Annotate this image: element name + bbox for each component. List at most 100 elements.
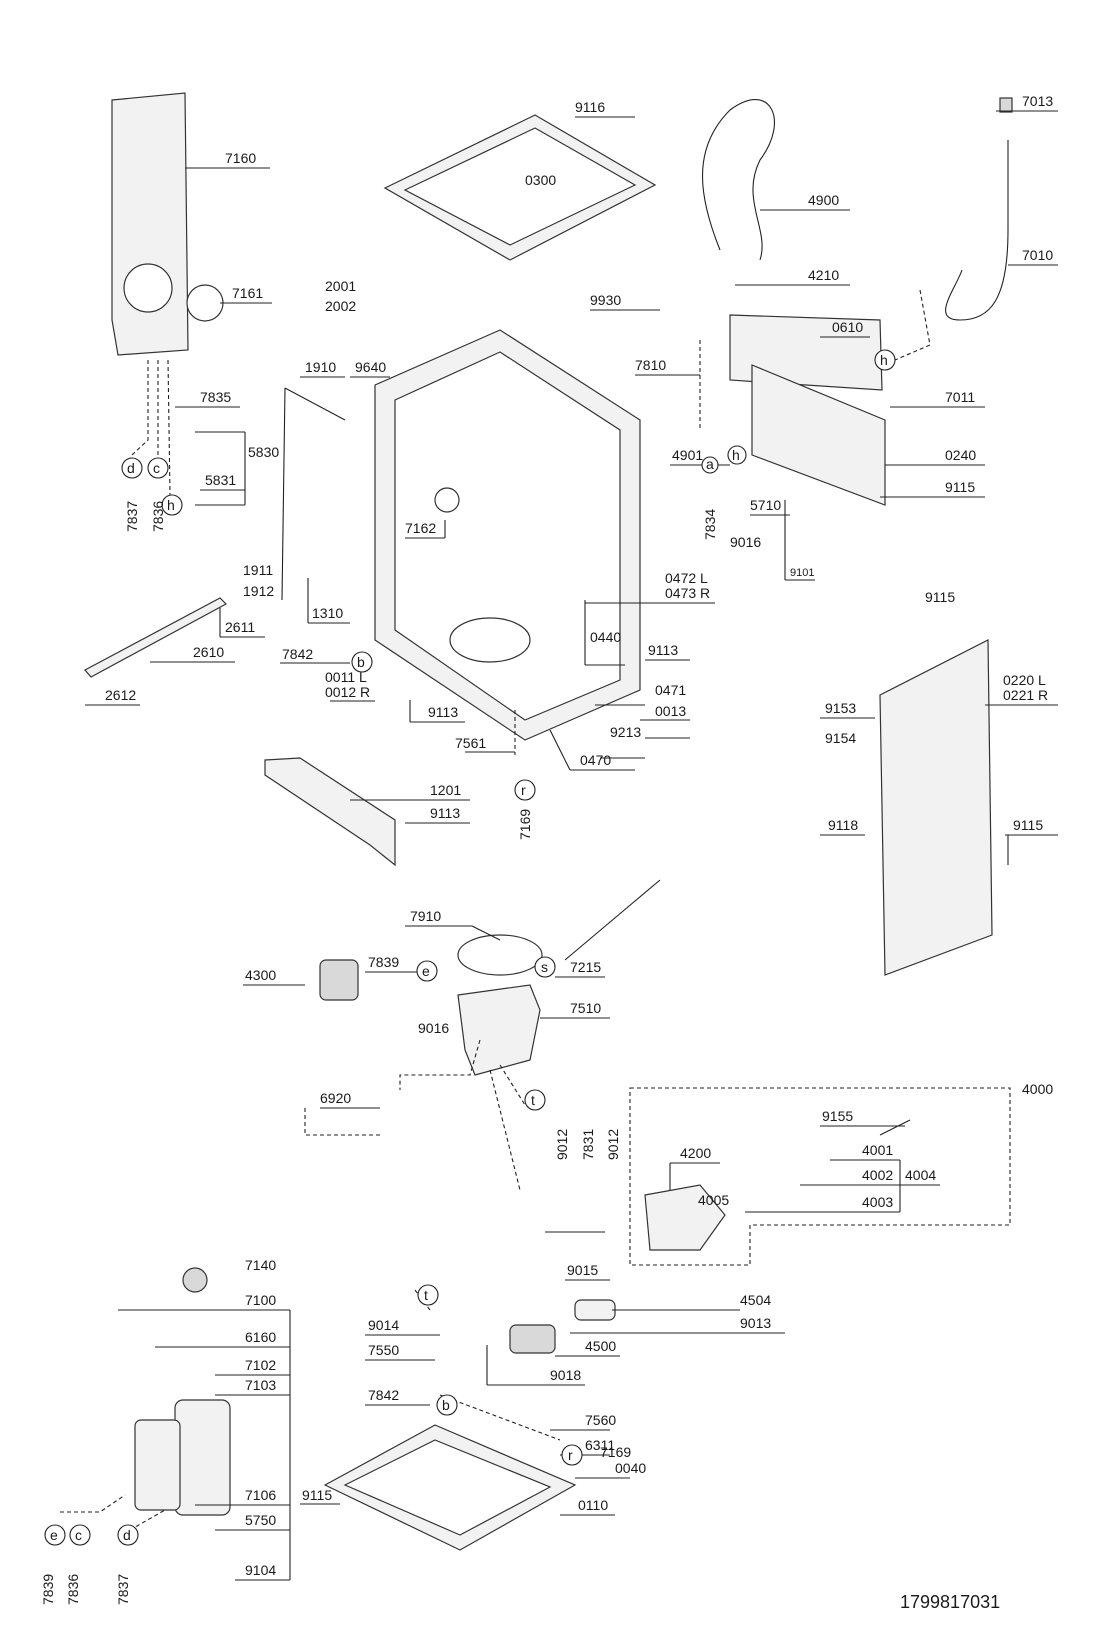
callout-circle-d-top (121, 457, 143, 479)
label-2002: 2002 (325, 298, 356, 314)
part-4300-heater-pump (319, 959, 359, 1001)
callout-circle-s (534, 956, 556, 978)
label-7837-b: 7837 (115, 1574, 131, 1605)
part-7100-salt-container (134, 1419, 181, 1511)
callout-circle-c-top (147, 457, 169, 479)
label-9155: 9155 (822, 1108, 853, 1124)
label-7831: 7831 (580, 1129, 596, 1160)
callout-circle-c-low (69, 1524, 91, 1546)
callout-e-low: e (50, 1527, 58, 1543)
part-7160-fan-ring (123, 263, 173, 313)
label-7837-a: 7837 (124, 501, 140, 532)
label-7106: 7106 (245, 1487, 276, 1503)
label-7011: 7011 (945, 389, 975, 405)
label-9014: 9014 (368, 1317, 399, 1333)
callout-r-mid: r (521, 782, 526, 798)
label-5831: 5831 (205, 472, 236, 488)
label-7013: 7013 (1022, 93, 1053, 109)
label-9013: 9013 (740, 1315, 771, 1331)
callout-h-mid: h (732, 447, 740, 463)
callout-e-mid: e (422, 963, 430, 979)
label-7102: 7102 (245, 1357, 276, 1373)
label-9154: 9154 (825, 730, 856, 746)
vertical-labels: 7837 7836 7834 7169 9012 7831 9012 7839 … (40, 501, 718, 1605)
part-4500-drain-pump (509, 1324, 556, 1354)
callout-h-right: h (880, 352, 888, 368)
callout-circle-e-mid (416, 960, 438, 982)
callout-circle-b-low (436, 1394, 458, 1416)
label-0440: 0440 (590, 629, 621, 645)
label-7842-b: 7842 (368, 1387, 399, 1403)
part-labels: 9116 0300 4900 7013 7160 7010 4210 7161 … (105, 93, 1053, 1578)
callout-circle-r-low (561, 1444, 583, 1466)
label-9101: 9101 (790, 567, 814, 579)
label-7161: 7161 (232, 285, 263, 301)
callout-circle-r-mid (514, 779, 536, 801)
callout-circle-t-mid (524, 1089, 546, 1111)
label-7842-a: 7842 (282, 646, 313, 662)
label-1911: 1911 (243, 562, 273, 578)
label-9115-a: 9115 (945, 479, 975, 495)
label-0240: 0240 (945, 447, 976, 463)
label-0300: 0300 (525, 172, 556, 188)
label-4901: 4901 (672, 447, 703, 463)
part-4504-tube (574, 1299, 616, 1321)
label-4001: 4001 (862, 1142, 893, 1158)
label-9213: 9213 (610, 724, 641, 740)
label-7836-b: 7836 (65, 1574, 81, 1605)
label-9016-b: 9016 (418, 1020, 449, 1036)
callout-circle-a (701, 456, 719, 474)
part-7100-softener-tank (174, 1399, 231, 1516)
label-0610: 0610 (832, 319, 863, 335)
callout-circle-d-low (117, 1524, 139, 1546)
label-0013: 0013 (655, 703, 686, 719)
part-0040-base-inner (343, 1439, 552, 1536)
label-9015: 9015 (567, 1262, 598, 1278)
part-7010-supply-hose (945, 140, 1009, 321)
part-1910-door-seal (281, 387, 346, 601)
label-7160: 7160 (225, 150, 256, 166)
label-9012-a: 9012 (554, 1129, 570, 1160)
label-9118: 9118 (828, 817, 858, 833)
label-4900: 4900 (808, 192, 839, 208)
label-4003: 4003 (862, 1194, 893, 1210)
label-9115-c: 9115 (1013, 817, 1043, 833)
label-9113-b: 9113 (428, 704, 458, 720)
label-0473: 0473 R (665, 585, 710, 601)
label-2611: 2611 (225, 619, 255, 635)
label-2001: 2001 (325, 278, 356, 294)
label-4200: 4200 (680, 1145, 711, 1161)
part-7215-drain-hose (564, 879, 661, 961)
label-9115-d: 9115 (302, 1487, 332, 1503)
label-7810: 7810 (635, 357, 666, 373)
label-1201: 1201 (430, 782, 461, 798)
dashed-connections (60, 289, 1011, 1531)
part-1201-plinth (264, 757, 396, 867)
label-7839-b: 7839 (40, 1574, 56, 1605)
label-0110: 0110 (578, 1497, 608, 1513)
label-7561: 7561 (455, 735, 486, 751)
part-7910-seal-ring (457, 934, 543, 976)
callout-circle-e-low (44, 1524, 66, 1546)
part-7140-cap (182, 1267, 208, 1293)
label-4004: 4004 (905, 1167, 936, 1183)
label-7169-a: 7169 (517, 809, 533, 840)
label-0220: 0220 L (1003, 672, 1046, 688)
label-7162: 7162 (405, 520, 436, 536)
label-1912: 1912 (243, 583, 274, 599)
part-4000-circulation-motor (644, 1184, 726, 1251)
label-7835: 7835 (200, 389, 231, 405)
label-0040: 0040 (615, 1460, 646, 1476)
label-4210: 4210 (808, 267, 839, 283)
callout-d-low: d (123, 1527, 131, 1543)
callout-a: a (706, 456, 714, 472)
label-6311: 6311 (585, 1437, 615, 1453)
label-9113-a: 9113 (648, 642, 678, 658)
label-7910: 7910 (410, 908, 441, 924)
callout-r-low: r (568, 1447, 573, 1463)
callout-c-top: c (153, 460, 160, 476)
label-9012-b: 9012 (605, 1129, 621, 1160)
part-2610-kick-bar (84, 597, 227, 678)
label-9104: 9104 (245, 1562, 276, 1578)
